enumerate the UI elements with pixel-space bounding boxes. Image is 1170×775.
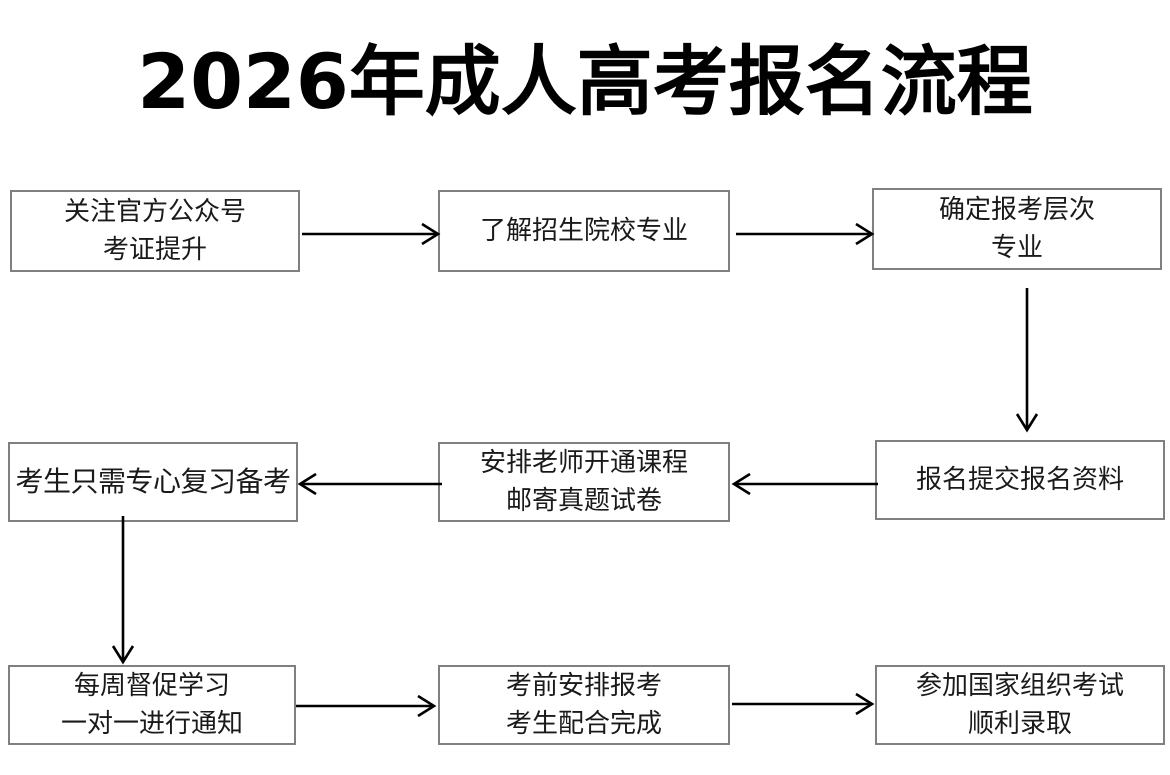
- arrow-down-icon-node3-node6: [1015, 288, 1039, 433]
- flow-node-9-line1: 参加国家组织考试: [915, 671, 1124, 701]
- page-title: 2026年成人高考报名流程: [137, 37, 1033, 126]
- flow-node-7-line2: 一对一进行通知: [60, 709, 243, 739]
- arrow-right-icon-node8-node9: [732, 692, 875, 716]
- flow-node-5[interactable]: 安排老师开通课程 邮寄真题试卷: [438, 442, 730, 522]
- flow-node-7-line1: 每周督促学习: [73, 671, 230, 701]
- flow-node-2[interactable]: 了解招生院校专业: [438, 190, 730, 272]
- flow-node-5-line2: 邮寄真题试卷: [505, 486, 662, 516]
- flow-node-8-line1: 考前安排报考: [505, 671, 662, 701]
- flow-node-1-line2: 考证提升: [102, 235, 207, 265]
- arrow-right-icon-node7-node8: [296, 694, 437, 718]
- flow-node-1-line1: 关注官方公众号: [63, 197, 246, 227]
- arrow-left-icon-node5-node4: [297, 472, 442, 496]
- arrow-right-icon-node1-node2: [302, 222, 441, 246]
- arrow-right-icon-node2-node3: [736, 222, 875, 246]
- flow-node-4[interactable]: 考生只需专心复习备考: [8, 442, 298, 522]
- flow-node-6[interactable]: 报名提交报名资料: [875, 440, 1165, 520]
- flow-node-6-line1: 报名提交报名资料: [915, 465, 1124, 495]
- flow-node-5-line1: 安排老师开通课程: [479, 448, 688, 478]
- flow-node-9[interactable]: 参加国家组织考试 顺利录取: [875, 665, 1165, 745]
- flow-node-7[interactable]: 每周督促学习 一对一进行通知: [8, 665, 296, 745]
- flow-node-3-line1: 确定报考层次: [938, 195, 1095, 225]
- flow-node-9-line2: 顺利录取: [967, 709, 1072, 739]
- flow-node-4-line1: 考生只需专心复习备考: [15, 465, 291, 498]
- flow-node-3-line2: 专业: [990, 233, 1043, 263]
- flow-node-1[interactable]: 关注官方公众号 考证提升: [10, 190, 300, 272]
- flow-node-2-line1: 了解招生院校专业: [479, 216, 688, 246]
- flow-node-3[interactable]: 确定报考层次 专业: [872, 188, 1162, 270]
- arrow-left-icon-node6-node5: [731, 472, 878, 496]
- arrow-down-icon-node4-node7: [111, 516, 135, 665]
- flow-node-8[interactable]: 考前安排报考 考生配合完成: [438, 665, 730, 745]
- flow-node-8-line2: 考生配合完成: [505, 709, 662, 739]
